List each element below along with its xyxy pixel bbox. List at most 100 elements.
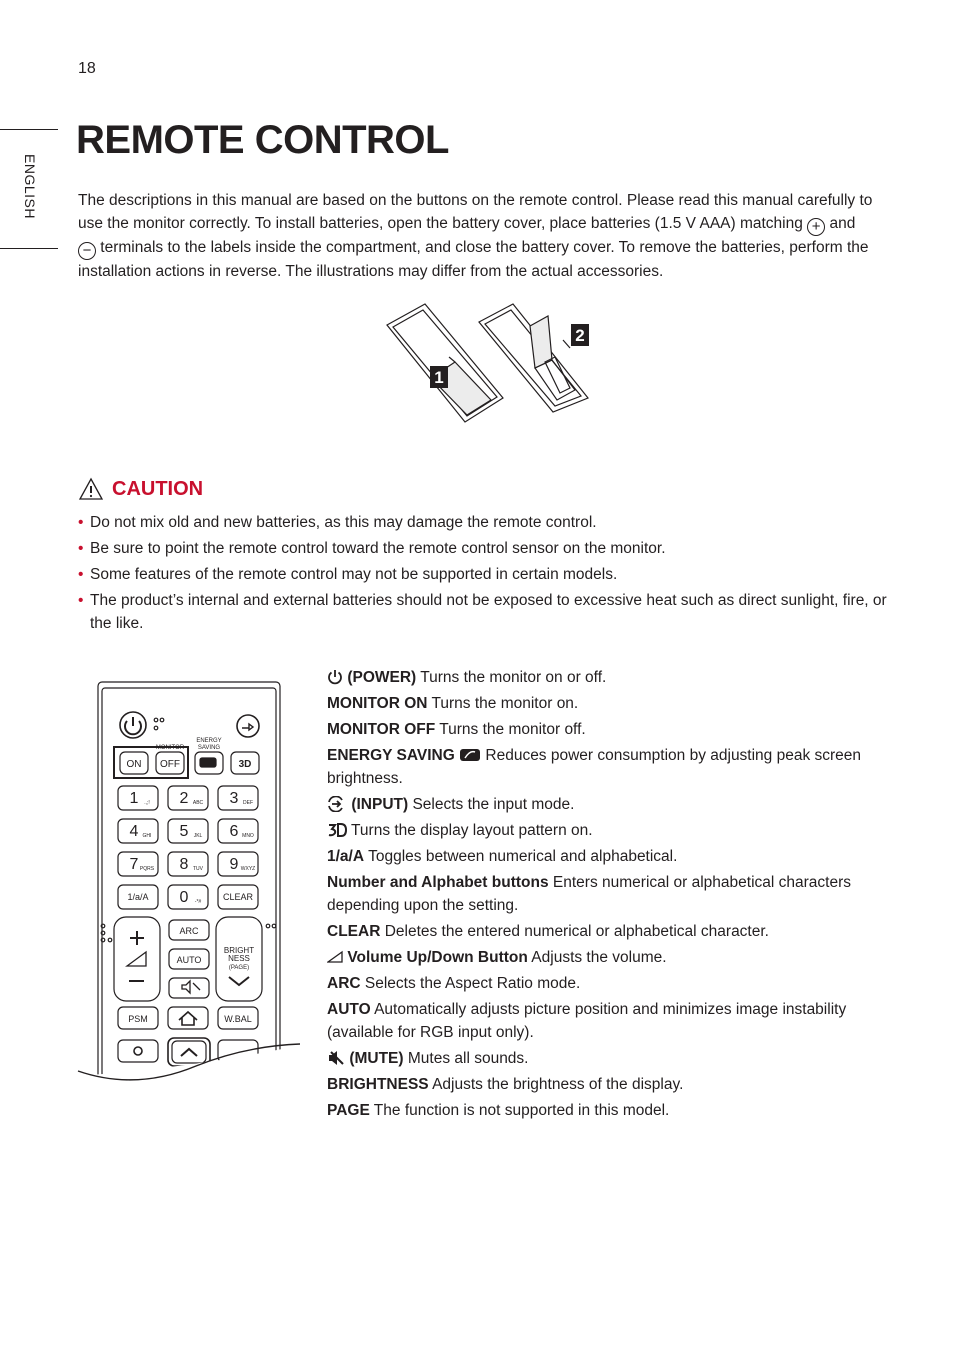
page-number: 18 [78, 60, 96, 77]
zero-label: 0 [180, 889, 189, 906]
description-item: BRIGHTNESS Adjusts the brightness of the… [327, 1073, 872, 1096]
3d-label: 3D [239, 759, 252, 770]
description-item: Volume Up/Down Button Adjusts the volume… [325, 946, 872, 969]
description-text: Mutes all sounds. [403, 1050, 529, 1067]
key-letters: MNO [242, 833, 254, 839]
brightness-rocker [215, 916, 263, 1002]
mute-button [168, 977, 210, 999]
power-button [119, 711, 147, 739]
caution-list: Do not mix old and new batteries, as thi… [78, 511, 898, 638]
description-text: Deletes the entered numerical or alphabe… [380, 923, 769, 940]
3d-icon [328, 823, 348, 837]
page-title: REMOTE CONTROL [76, 118, 449, 162]
wbal-button [217, 1006, 259, 1030]
monitor-on-button [119, 751, 149, 775]
warning-triangle-icon [78, 477, 104, 500]
description-text: Automatically adjusts picture position a… [327, 1001, 847, 1041]
description-item: AUTO Automatically adjusts picture posit… [327, 998, 872, 1044]
description-text: Selects the input mode. [408, 796, 575, 813]
home-button [167, 1006, 209, 1030]
arc-label: ARC [179, 926, 199, 936]
description-text: Adjusts the volume. [527, 949, 667, 966]
input-icon [328, 795, 343, 813]
key-digit: 4 [130, 823, 139, 840]
key-letters: ABC [193, 800, 204, 806]
energy-label-2: SAVING [198, 745, 221, 751]
intro-and: and [825, 215, 856, 232]
description-term: MONITOR OFF [327, 721, 436, 738]
key-digit: 6 [230, 823, 239, 840]
key-letters: JKL [194, 833, 203, 839]
description-item: ARC Selects the Aspect Ratio mode. [327, 972, 872, 995]
bright-label-1: BRIGHT [224, 946, 254, 955]
3d-button [230, 751, 260, 775]
description-text: Toggles between numerical and alphabetic… [364, 848, 678, 865]
clear-label: CLEAR [223, 892, 254, 902]
energy-saving-button [194, 751, 224, 775]
description-term: Volume Up/Down Button [347, 949, 528, 966]
power-icon [328, 670, 342, 685]
key-digit: 8 [180, 856, 189, 873]
description-term: PAGE [327, 1102, 370, 1119]
description-term: ENERGY SAVING [327, 747, 455, 764]
description-item: CLEAR Deletes the entered numerical or a… [327, 920, 872, 943]
description-text: Turns the monitor on or off. [416, 669, 607, 686]
caution-heading: CAUTION [78, 477, 203, 501]
description-term: (POWER) [347, 669, 417, 686]
description-item: MONITOR ON Turns the monitor on. [327, 692, 872, 715]
number-keypad [117, 785, 259, 910]
description-term: Number and Alphabet buttons [327, 874, 549, 891]
step2-label: 2 [575, 326, 584, 345]
key-digit: 3 [230, 790, 239, 807]
energy-label-1: ENERGY [196, 738, 221, 744]
description-text: Turns the display layout pattern on. [347, 822, 593, 839]
description-text: Turns the monitor on. [427, 695, 579, 712]
psm-button [117, 1006, 159, 1030]
plus-terminal-icon: + [807, 218, 826, 236]
mute-icon [329, 1051, 344, 1065]
step1-label: 1 [434, 368, 443, 387]
key-digit: 2 [180, 790, 189, 807]
side-language-tab: ENGLISH [0, 129, 58, 249]
auto-label: AUTO [177, 955, 202, 965]
key-digit: 7 [130, 856, 139, 873]
description-term: MONITOR ON [327, 695, 428, 712]
description-term: 1/a/A [327, 848, 365, 865]
description-text: Reduces power consumption by adjusting p… [327, 747, 862, 787]
energy-saving-icon [460, 749, 481, 761]
caution-item: Do not mix old and new batteries, as thi… [78, 511, 898, 534]
settings-button [117, 1039, 159, 1063]
intro-paragraph: The descriptions in this manual are base… [78, 189, 888, 283]
key-digit: 9 [230, 856, 239, 873]
description-item: Turns the display layout pattern on. [327, 819, 872, 842]
description-item: 1/a/A Toggles between numerical and alph… [327, 845, 872, 868]
on-label: ON [127, 759, 142, 770]
intro-part2: terminals to the labels inside the compa… [78, 239, 869, 280]
description-text: Enters numerical or alphabetical charact… [327, 874, 851, 914]
page-label: (PAGE) [229, 965, 249, 971]
description-item: (MUTE) Mutes all sounds. [327, 1047, 872, 1070]
key-digit: 5 [180, 823, 189, 840]
minus-terminal-icon: − [78, 242, 96, 260]
key-letters: TUV [193, 866, 204, 872]
step2-badge [571, 324, 589, 346]
description-text: Adjusts the brightness of the display. [428, 1076, 684, 1093]
intro-part1: The descriptions in this manual are base… [78, 192, 873, 232]
one-a-a-label: 1/a/A [127, 892, 148, 902]
monitor-label: MONITOR [156, 745, 185, 751]
description-term: CLEAR [327, 923, 381, 940]
remote-control-illustration: MONITOR ENERGY SAVING ON OFF 3D 1 .,;! 2… [77, 681, 301, 1081]
description-item: ENERGY SAVING Reduces power consumption … [327, 744, 872, 790]
caution-item: The product’s internal and external batt… [78, 589, 898, 635]
key-digit: 1 [130, 790, 139, 807]
description-term: (MUTE) [349, 1050, 404, 1067]
caution-title: CAUTION [112, 477, 204, 500]
input-button [236, 714, 260, 738]
key-letters: PQRS [140, 866, 155, 872]
description-item: MONITOR OFF Turns the monitor off. [327, 718, 872, 741]
arc-button [168, 919, 210, 941]
monitor-off-button [155, 751, 185, 775]
caution-item: Be sure to point the remote control towa… [78, 537, 898, 560]
description-item: (INPUT) Selects the input mode. [327, 793, 872, 816]
zero-sub-label: -*# [195, 899, 202, 905]
